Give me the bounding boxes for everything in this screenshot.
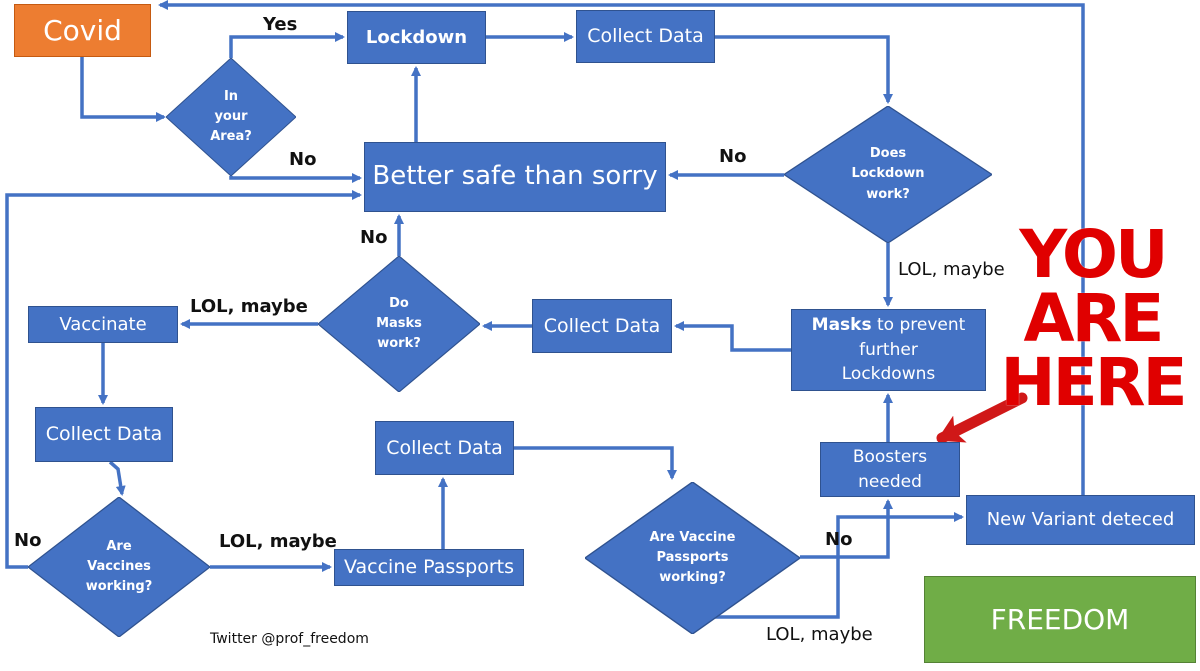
diamond-shape [585,482,800,634]
vaccinate-box: Vaccinate [28,306,178,343]
diamond-shape [784,106,992,243]
freedom-end-box: FREEDOM [924,576,1196,663]
diamond-shape [28,497,210,637]
better-safe-than-sorry-box: Better safe than sorry [364,142,666,212]
collect-data-box-2: Collect Data [532,299,672,353]
covid-label: Covid [43,13,122,47]
vaccinate-label: Vaccinate [59,313,147,335]
new-variant-label: New Variant deteced [986,509,1175,531]
freedom-label: FREEDOM [990,602,1130,636]
you-are-here-line-3: HERE [1000,344,1187,421]
edge-collect-to-lockdown-work [715,35,893,104]
boosters-line-1: Boosters [852,446,928,467]
masks-bold-word: Masks [811,315,872,336]
edge-label-lol-vaccines: LOL, maybe [219,531,337,552]
boosters-needed-box: Boosters needed [820,442,960,497]
collect-data-label-1: Collect Data [587,25,704,48]
collect-data-box-3: Collect Data [35,407,173,462]
edge-new-variant-to-covid [158,0,1085,495]
decision-does-lockdown-work: Does Lockdown work? [784,106,992,243]
edge-label-lol-passports: LOL, maybe [766,624,873,645]
lockdown-label: Lockdown [365,26,468,48]
edge-label-lol-lockdown: LOL, maybe [898,259,1005,280]
new-variant-box: New Variant deteced [966,495,1195,545]
edge-label-no-vaccines: No [14,530,42,551]
edge-label-no-masks: No [360,227,388,248]
edge-label-yes: Yes [263,14,298,35]
collect-data-label-3: Collect Data [45,423,163,446]
decision-do-masks-work: Do Masks work? [318,256,480,392]
decision-are-vaccines-working: Are Vaccines working? [28,497,210,637]
masks-line-2: further [859,339,918,360]
decision-are-passports-working: Are Vaccine Passports working? [585,482,800,634]
diamond-shape [166,58,296,176]
decision-label: Does Lockdown work? [851,146,925,202]
edge-masks-to-collect2 [674,321,791,352]
boosters-line-2: needed [858,471,922,492]
decision-in-your-area: In your Area? [166,58,296,176]
twitter-credit: Twitter @prof_freedom [210,631,369,647]
masks-line-3: Lockdowns [841,364,936,385]
lockdown-box: Lockdown [347,11,486,64]
collect-data-label-4: Collect Data [386,436,503,459]
collect-data-label-2: Collect Data [543,314,661,337]
masks-rest: to prevent [871,315,966,336]
edge-area-no [229,173,362,183]
decision-label: Are Vaccine Passports working? [649,529,736,586]
edge-label-no-passports: No [825,529,853,550]
you-are-here-annotation: YOU ARE HERE [990,220,1195,420]
decision-label: Do Masks work? [376,295,422,352]
collect-data-box-4: Collect Data [375,421,514,475]
better-safe-label: Better safe than sorry [372,161,658,192]
edge-area-yes [229,32,345,58]
vaccine-passports-box: Vaccine Passports [334,549,524,586]
covid-start-box: Covid [14,4,151,57]
collect-data-box-1: Collect Data [576,10,715,63]
you-are-here-arrow [936,392,1028,444]
edge-vaccines-no [5,190,362,569]
edge-collect3-to-vaccines [108,460,126,496]
decision-label: Are Vaccines working? [85,538,153,595]
edge-passports-no [800,499,893,559]
you-are-here-line-1: YOU [1019,216,1168,293]
vaccine-passports-label: Vaccine Passports [344,556,514,579]
edge-collect4-to-passports-working [514,446,677,480]
edge-label-no-area: No [289,149,317,170]
diamond-shape [318,256,480,392]
edge-covid-to-area [80,57,166,122]
edge-label-no-lockdown: No [719,146,747,167]
decision-label: In your Area? [210,88,252,145]
masks-line-1: Masks to prevent [812,313,966,338]
edge-label-lol-masks: LOL, maybe [190,296,308,317]
you-are-here-line-2: ARE [1023,280,1165,357]
masks-to-prevent-lockdowns-box: Masks to prevent further Lockdowns [791,309,986,391]
